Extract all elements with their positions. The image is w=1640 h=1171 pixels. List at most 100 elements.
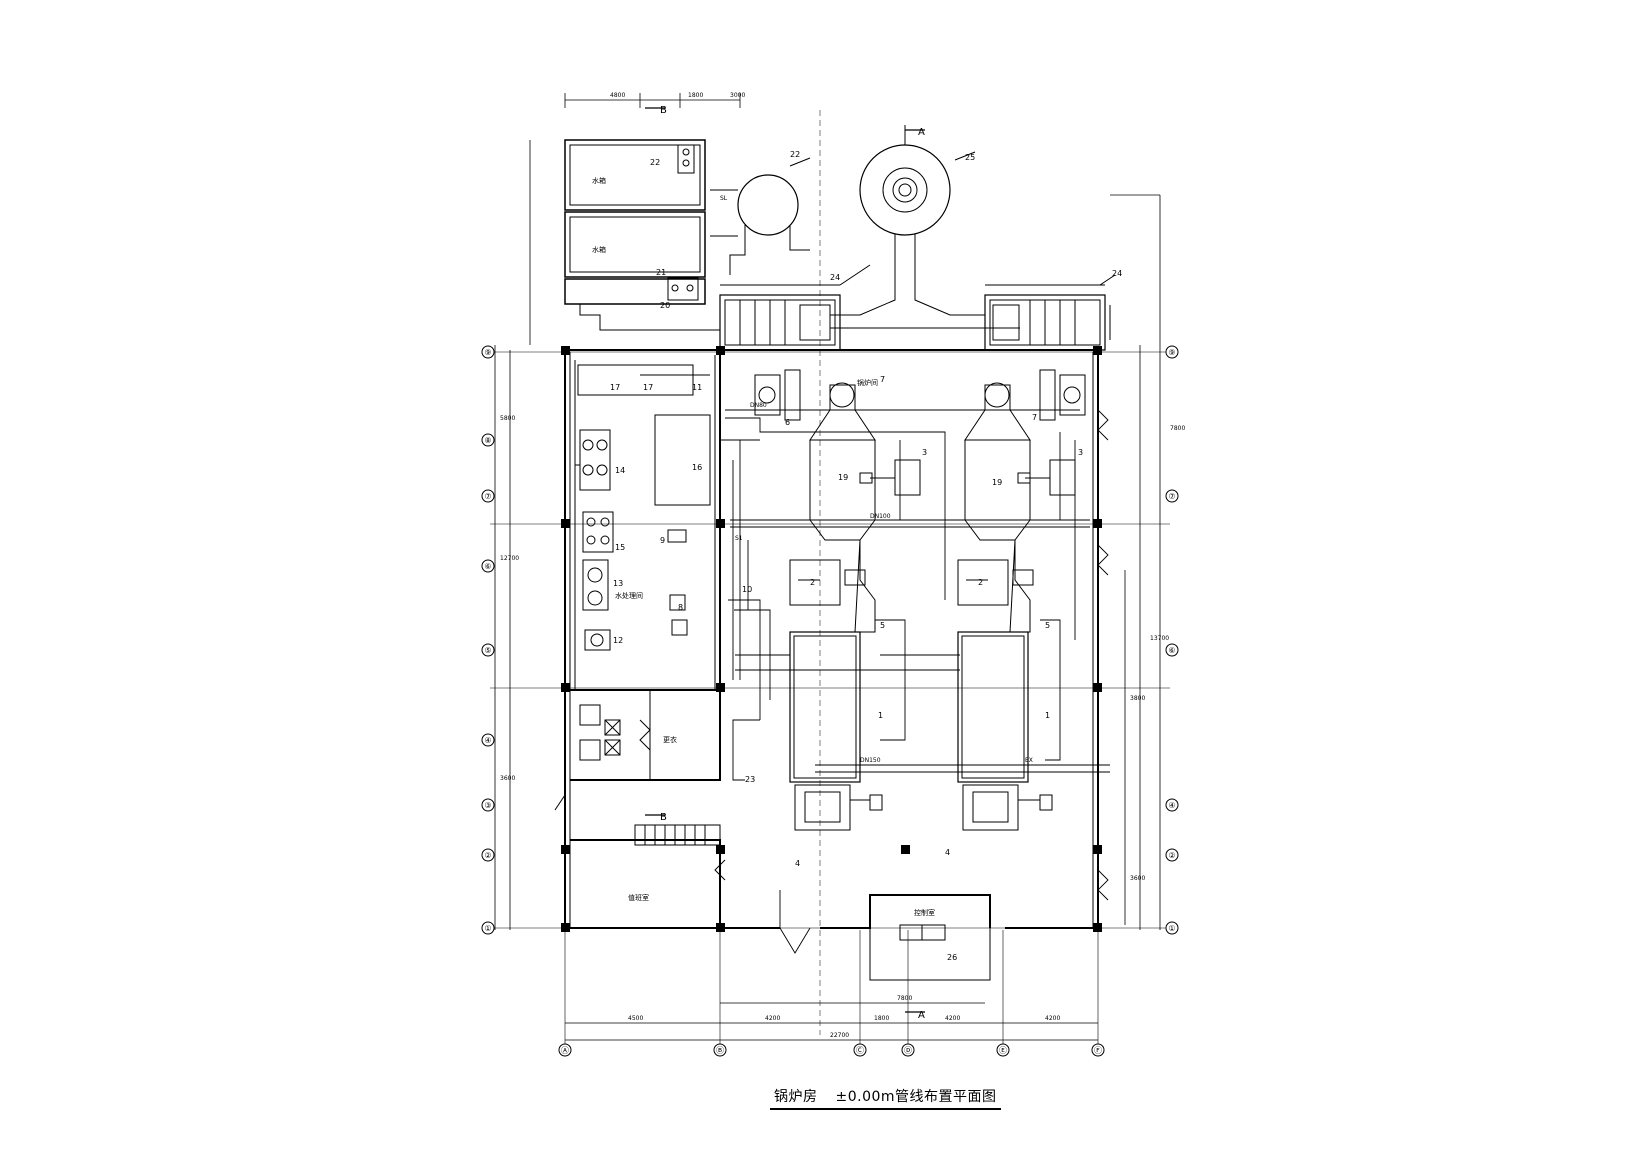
equip-13: 13 bbox=[613, 579, 623, 588]
dim-bottom-2: 4200 bbox=[765, 1015, 780, 1022]
grid-col-2: Ⓒ bbox=[856, 1046, 864, 1055]
grid-row-right-5: ① bbox=[1168, 924, 1175, 933]
control-room bbox=[869, 894, 991, 981]
grid-row-left-1-circle bbox=[481, 433, 495, 447]
grid-col-0: Ⓐ bbox=[561, 1046, 569, 1055]
equip-2-right: 2 bbox=[978, 578, 983, 587]
equip-7-left: 7 bbox=[880, 375, 885, 384]
equip-19-right: 19 bbox=[992, 478, 1002, 487]
equip-3-left: 3 bbox=[922, 448, 927, 457]
dim-bottom-1: 4500 bbox=[628, 1015, 643, 1022]
text-layer: A A B B 水箱 水箱 锅炉间 水处理间 值班室 控制室 更衣 4800 1… bbox=[500, 92, 1185, 1039]
equip-14: 14 bbox=[615, 466, 625, 475]
equip-4-left: 4 bbox=[795, 859, 800, 868]
grid-col-1: Ⓑ bbox=[716, 1046, 724, 1055]
drawing-title: 锅炉房±0.00m管线布置平面图 bbox=[770, 1086, 1001, 1110]
pipe-tag-1: DN80 bbox=[750, 402, 767, 409]
equip-20: 20 bbox=[660, 301, 670, 310]
equip-24-right: 24 bbox=[1112, 269, 1122, 278]
section-A-top: A bbox=[918, 127, 925, 138]
equip-22-tank: 22 bbox=[650, 158, 660, 167]
dim-top-2: 1800 bbox=[688, 92, 703, 99]
equip-4-right: 4 bbox=[945, 848, 950, 857]
grid-row-left-1: ⑧ bbox=[484, 436, 491, 445]
equip-23: 23 bbox=[745, 775, 755, 784]
grid-row-right-3: ④ bbox=[1168, 801, 1175, 810]
room-control: 控制室 bbox=[914, 908, 935, 917]
water-tank-area bbox=[564, 139, 720, 331]
equip-1-right: 1 bbox=[1045, 711, 1050, 720]
section-B-bottom: B bbox=[660, 812, 667, 823]
grid-col-2-circle bbox=[853, 1043, 867, 1057]
equip-17-right: 17 bbox=[643, 383, 653, 392]
dim-top-3: 3000 bbox=[730, 92, 745, 99]
line-code-sl: SL bbox=[720, 195, 728, 202]
grid-row-right-4-circle bbox=[1165, 848, 1179, 862]
grid-lines bbox=[490, 351, 1170, 1050]
room-water-tank-1: 水箱 bbox=[592, 176, 606, 185]
equip-19-left: 19 bbox=[838, 473, 848, 482]
section-mark-lines bbox=[645, 107, 925, 1035]
grid-col-4: Ⓔ bbox=[999, 1046, 1007, 1055]
lower-left-rooms bbox=[554, 704, 726, 881]
equip-1-left: 1 bbox=[878, 711, 883, 720]
equip-7-right: 7 bbox=[1032, 413, 1037, 422]
dim-left-3: 3600 bbox=[500, 775, 515, 782]
dim-right-2: 13700 bbox=[1150, 635, 1169, 642]
equip-22-round: 22 bbox=[790, 150, 800, 159]
equip-16: 16 bbox=[692, 463, 702, 472]
grid-row-left-4: ⑤ bbox=[484, 646, 491, 655]
grid-row-left-3-circle bbox=[481, 559, 495, 573]
equip-5-left: 5 bbox=[880, 621, 885, 630]
pipe-runs bbox=[720, 409, 1110, 781]
doors bbox=[779, 409, 1109, 954]
dim-bottom-4: 4200 bbox=[945, 1015, 960, 1022]
drawing-title-prefix: 锅炉房 bbox=[774, 1089, 818, 1105]
equip-12: 12 bbox=[613, 636, 623, 645]
dimension-lines bbox=[494, 93, 1161, 1041]
grid-row-right-0-circle bbox=[1165, 345, 1179, 359]
dim-bottom-total: 22700 bbox=[830, 1032, 849, 1039]
dim-bottom-3: 1800 bbox=[874, 1015, 889, 1022]
grid-col-4-circle bbox=[996, 1043, 1010, 1057]
grid-col-3: Ⓓ bbox=[904, 1046, 912, 1055]
equip-21: 21 bbox=[656, 268, 666, 277]
section-B-top: B bbox=[660, 105, 667, 116]
equip-15: 15 bbox=[615, 543, 625, 552]
grid-row-right-5-circle bbox=[1165, 921, 1179, 935]
grid-row-left-2-circle bbox=[481, 489, 495, 503]
dim-right-3: 3800 bbox=[1130, 695, 1145, 702]
dim-bottom-mid: 7800 bbox=[897, 995, 912, 1002]
structural-columns bbox=[561, 346, 1102, 932]
grid-row-left-0-circle bbox=[481, 345, 495, 359]
boiler-1 bbox=[754, 369, 921, 831]
dim-right-1: 7800 bbox=[1170, 425, 1185, 432]
grid-row-left-8-circle bbox=[481, 921, 495, 935]
room-water-tank-2: 水箱 bbox=[592, 245, 606, 254]
line-code-ex: EX bbox=[1025, 757, 1033, 764]
line-code-s1: S1 bbox=[735, 535, 743, 542]
grid-row-right-2-circle bbox=[1165, 643, 1179, 657]
equip-2-left: 2 bbox=[810, 578, 815, 587]
equip-6: 6 bbox=[785, 418, 790, 427]
grid-col-0-circle bbox=[558, 1043, 572, 1057]
pipe-tag-2: DN100 bbox=[870, 513, 891, 520]
equip-25: 25 bbox=[965, 153, 975, 162]
grid-col-1-circle bbox=[713, 1043, 727, 1057]
grid-row-left-2: ⑦ bbox=[484, 492, 491, 501]
grid-col-5: Ⓕ bbox=[1094, 1046, 1102, 1055]
grid-row-right-4: ② bbox=[1168, 851, 1175, 860]
equip-8: 8 bbox=[678, 603, 683, 612]
grid-col-5-circle bbox=[1091, 1043, 1105, 1057]
equip-3-right: 3 bbox=[1078, 448, 1083, 457]
equip-17-left: 17 bbox=[610, 383, 620, 392]
grid-row-right-1-circle bbox=[1165, 489, 1179, 503]
grid-row-right-3-circle bbox=[1165, 798, 1179, 812]
pipe-tag-3: DN150 bbox=[860, 757, 881, 764]
grid-row-right-1: ⑦ bbox=[1168, 492, 1175, 501]
water-treatment-equipment bbox=[574, 360, 711, 690]
grid-row-right-0: ⑨ bbox=[1168, 348, 1175, 357]
equip-5-right: 5 bbox=[1045, 621, 1050, 630]
